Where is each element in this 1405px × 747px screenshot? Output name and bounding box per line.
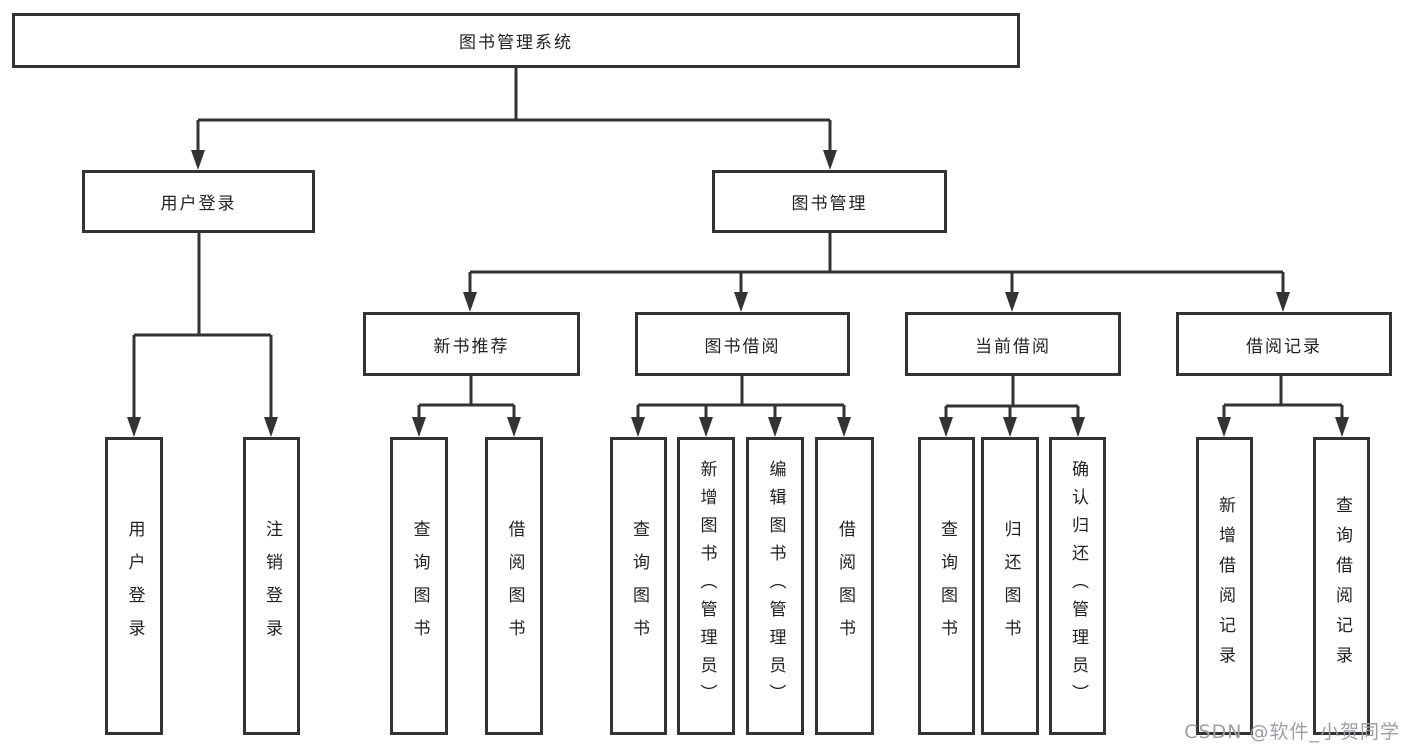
- leaf-query-books-current-label: 查询图书: [937, 520, 957, 652]
- leaf-add-borrow-record-label: 新增借阅记录: [1215, 496, 1235, 676]
- arrowheads-borrow-records-leaves: [1217, 417, 1349, 437]
- arrowheads-level2: [191, 150, 837, 170]
- leaf-query-books-recommend-label: 查询图书: [409, 520, 430, 652]
- connector-lines: [132, 68, 1344, 422]
- arrowheads-current-borrow-leaves: [939, 417, 1085, 437]
- arrowheads-book-borrow-leaves: [631, 417, 851, 437]
- node-current-borrowing-label: 当前借阅: [975, 336, 1051, 357]
- leaf-logout-label: 注销登录: [262, 520, 282, 652]
- connector-book-mgmt-to-level3: [468, 233, 1285, 297]
- leaf-query-books-borrow-label: 查询图书: [629, 520, 649, 652]
- leaf-borrow-books: 借阅图书: [815, 437, 874, 735]
- leaf-query-borrow-record: 查询借阅记录: [1313, 437, 1370, 735]
- connector-user-login-to-leaves: [132, 233, 273, 422]
- leaf-confirm-return-admin: 确认归还（管理员）: [1049, 437, 1106, 735]
- node-user-login-label: 用户登录: [160, 194, 237, 214]
- node-root-label: 图书管理系统: [459, 33, 573, 53]
- node-new-book-recommend: 新书推荐: [363, 312, 580, 376]
- connector-current-borrow-to-leaves: [944, 376, 1080, 422]
- node-book-borrowing-label: 图书借阅: [704, 336, 781, 357]
- leaf-return-books: 归还图书: [981, 437, 1039, 735]
- node-borrowing-records-label: 借阅记录: [1246, 336, 1322, 357]
- leaf-return-books-label: 归还图书: [1000, 520, 1021, 652]
- leaf-add-borrow-record: 新增借阅记录: [1196, 437, 1253, 735]
- csdn-watermark: CSDN @软件_小贺同学: [1184, 721, 1400, 743]
- node-book-borrowing: 图书借阅: [635, 312, 850, 376]
- leaf-confirm-return-admin-label: 确认归还（管理员）: [1068, 460, 1088, 712]
- arrowheads-new-book-leaves: [412, 417, 521, 437]
- leaf-edit-books-admin-label: 编辑图书（管理员）: [765, 460, 786, 712]
- leaf-query-books-borrow: 查询图书: [610, 437, 667, 735]
- node-book-management: 图书管理: [712, 170, 947, 233]
- leaf-borrow-books-recommend: 借阅图书: [485, 437, 543, 735]
- node-root-library-system: 图书管理系统: [12, 13, 1020, 68]
- leaf-user-login: 用户登录: [105, 437, 163, 735]
- arrowheads-user-login-leaves: [127, 417, 278, 437]
- node-borrowing-records: 借阅记录: [1176, 312, 1392, 376]
- arrowheads-level3: [463, 292, 1290, 312]
- connector-arrowheads: [127, 150, 1349, 437]
- leaf-query-books-current: 查询图书: [918, 437, 975, 735]
- leaf-query-books-recommend: 查询图书: [390, 437, 448, 735]
- node-user-login: 用户登录: [82, 170, 315, 233]
- node-book-management-label: 图书管理: [791, 194, 868, 214]
- connector-borrow-records-to-leaves: [1222, 376, 1344, 422]
- leaf-add-books-admin-label: 新增图书（管理员）: [696, 460, 717, 712]
- leaf-borrow-books-recommend-label: 借阅图书: [504, 520, 525, 652]
- connector-book-borrow-to-leaves: [636, 376, 846, 422]
- leaf-user-login-label: 用户登录: [124, 520, 145, 652]
- leaf-borrow-books-label: 借阅图书: [835, 520, 855, 652]
- connector-new-book-to-leaves: [417, 376, 516, 422]
- leaf-logout: 注销登录: [243, 437, 300, 735]
- leaf-query-borrow-record-label: 查询借阅记录: [1332, 496, 1352, 676]
- leaf-add-books-admin: 新增图书（管理员）: [677, 437, 735, 735]
- leaf-edit-books-admin: 编辑图书（管理员）: [746, 437, 804, 735]
- node-new-book-recommend-label: 新书推荐: [433, 336, 510, 357]
- node-current-borrowing: 当前借阅: [905, 312, 1121, 376]
- connector-root-to-level2: [196, 68, 832, 155]
